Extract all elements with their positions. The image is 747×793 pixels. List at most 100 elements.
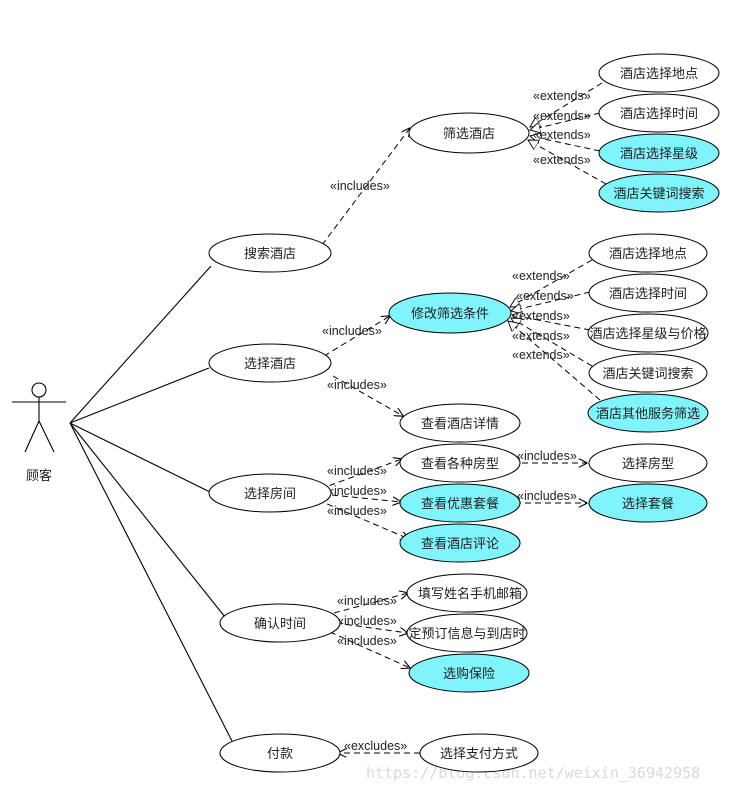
use-case-reviews[interactable]: 查看酒店评论: [399, 523, 521, 563]
label-includes: «includes»: [327, 504, 387, 518]
use-case-location-1[interactable]: 酒店选择地点: [598, 53, 720, 93]
use-cases: 搜索酒店 筛选酒店 酒店选择地点 酒店选择时间 酒店选择星级 酒店关键词搜索 选…: [208, 53, 720, 773]
use-case-keyword-1[interactable]: 酒店关键词搜索: [598, 173, 720, 213]
relationship-labels: «includes» «extends» «extends» «extends»…: [322, 89, 591, 753]
ext-time1: [530, 112, 601, 130]
use-case-label: 确定预订信息与到店时间: [395, 626, 538, 642]
use-case-label: 酒店选择时间: [609, 287, 687, 302]
use-case-label: 修改筛选条件: [411, 306, 489, 322]
use-case-confirm-booking[interactable]: 确定预订信息与到店时间: [395, 613, 538, 653]
use-case-label: 酒店选择地点: [609, 247, 687, 262]
actor-leg-right: [38, 420, 55, 453]
use-case-confirm-time[interactable]: 确认时间: [219, 603, 341, 643]
actor-leg-left: [24, 420, 40, 453]
use-case-label: 酒店关键词搜索: [613, 187, 704, 202]
label-includes: «includes»: [337, 594, 397, 608]
actor-customer[interactable]: [12, 382, 66, 453]
label-extends: «extends»: [512, 309, 570, 323]
label-includes: «includes»: [517, 489, 577, 503]
assoc-search: [69, 265, 212, 424]
use-case-select-hotel[interactable]: 选择酒店: [208, 343, 332, 383]
use-case-time-2[interactable]: 酒店选择时间: [588, 273, 708, 313]
use-case-room-types[interactable]: 查看各种房型: [399, 443, 521, 483]
assoc-select-room: [69, 422, 211, 493]
use-case-fill-info[interactable]: 填写姓名手机邮箱: [406, 573, 528, 613]
ext-kw2: [511, 318, 593, 367]
label-extends: «extends»: [512, 329, 570, 343]
ext-star1: [530, 136, 601, 152]
include-lines: [317, 128, 587, 753]
use-case-star-1[interactable]: 酒店选择星级: [598, 133, 720, 173]
inc-confirm-fill: [333, 593, 408, 614]
use-case-select-room[interactable]: 选择房间: [208, 473, 332, 513]
use-case-other-services[interactable]: 酒店其他服务筛选: [587, 393, 709, 433]
use-case-filter-hotel[interactable]: 筛选酒店: [408, 112, 530, 154]
use-case-label: 选择套餐: [622, 496, 674, 512]
use-case-label: 查看各种房型: [421, 456, 499, 472]
label-extends: «extends»: [533, 89, 591, 103]
ext-other: [508, 321, 601, 401]
use-case-label: 搜索酒店: [244, 247, 296, 262]
watermark: https://blog.csdn.net/weixin_36942958: [366, 764, 700, 782]
use-case-pay-method[interactable]: 选择支付方式: [419, 733, 539, 773]
use-case-label: 查看优惠套餐: [421, 496, 499, 512]
use-case-star-price[interactable]: 酒店选择星级与价格: [587, 313, 709, 353]
label-extends: «extends»: [512, 269, 570, 283]
actor-head: [31, 382, 47, 398]
actor-associations: [69, 265, 233, 742]
label-extends: «extends»: [533, 153, 591, 167]
use-case-label: 选择支付方式: [440, 746, 518, 762]
inc-room-types: [319, 459, 402, 490]
assoc-pay: [69, 422, 233, 742]
inc-room-packages: [321, 493, 401, 502]
label-extends: «extends»: [516, 289, 574, 303]
label-extends: «extends»: [512, 348, 570, 362]
use-case-label: 选择房型: [622, 456, 674, 472]
ext-kw1: [528, 140, 607, 185]
use-case-label: 酒店关键词搜索: [602, 367, 693, 382]
label-includes: «includes»: [327, 484, 387, 498]
use-case-label: 付款: [267, 747, 293, 762]
assoc-confirm-time: [69, 422, 226, 618]
label-includes: «includes»: [517, 449, 577, 463]
use-case-modify-filter[interactable]: 修改筛选条件: [388, 292, 512, 334]
use-case-label: 选购保险: [443, 666, 495, 682]
inc-select-modify: [323, 316, 390, 357]
use-case-label: 酒店选择星级与价格: [589, 326, 706, 342]
use-case-label: 选择房间: [244, 486, 296, 502]
use-case-label: 查看酒店详情: [421, 416, 499, 432]
use-case-time-1[interactable]: 酒店选择时间: [598, 93, 720, 133]
use-case-label: 筛选酒店: [443, 127, 495, 142]
use-case-label: 酒店选择星级: [620, 147, 698, 162]
assoc-select-hotel: [69, 367, 210, 424]
ext-star-price: [512, 315, 591, 331]
label-includes: «includes»: [327, 378, 387, 392]
label-extends: «extends»: [533, 128, 591, 142]
actor-label: 顾客: [26, 468, 52, 484]
label-includes: «includes»: [330, 179, 390, 193]
ext-loc2: [510, 259, 593, 307]
use-case-hotel-detail[interactable]: 查看酒店详情: [399, 403, 521, 443]
use-case-insurance[interactable]: 选购保险: [408, 653, 530, 693]
use-case-label: 查看酒店评论: [421, 536, 499, 552]
label-excludes: «excludes»: [344, 739, 407, 753]
use-case-pay[interactable]: 付款: [219, 733, 341, 773]
use-case-search-hotel[interactable]: 搜索酒店: [208, 233, 332, 273]
label-includes: «includes»: [337, 614, 397, 628]
use-case-label: 填写姓名手机邮箱: [418, 586, 522, 602]
use-case-location-2[interactable]: 酒店选择地点: [588, 233, 708, 273]
use-case-packages[interactable]: 查看优惠套餐: [399, 483, 521, 523]
use-case-keyword-2[interactable]: 酒店关键词搜索: [588, 353, 708, 393]
use-case-label: 酒店选择地点: [620, 67, 698, 82]
use-case-choose-package[interactable]: 选择套餐: [588, 483, 708, 523]
use-case-label: 确认时间: [254, 617, 306, 632]
inc-room-reviews: [317, 499, 409, 539]
use-case-choose-room-type[interactable]: 选择房型: [588, 443, 708, 483]
inc-select-detail: [332, 375, 403, 416]
inc-confirm-booking: [335, 622, 408, 633]
ext-loc1: [530, 82, 603, 127]
label-extends: «extends»: [533, 109, 591, 123]
label-includes: «includes»: [322, 324, 382, 338]
ext-time2: [511, 291, 591, 311]
extend-lines: [508, 82, 607, 401]
